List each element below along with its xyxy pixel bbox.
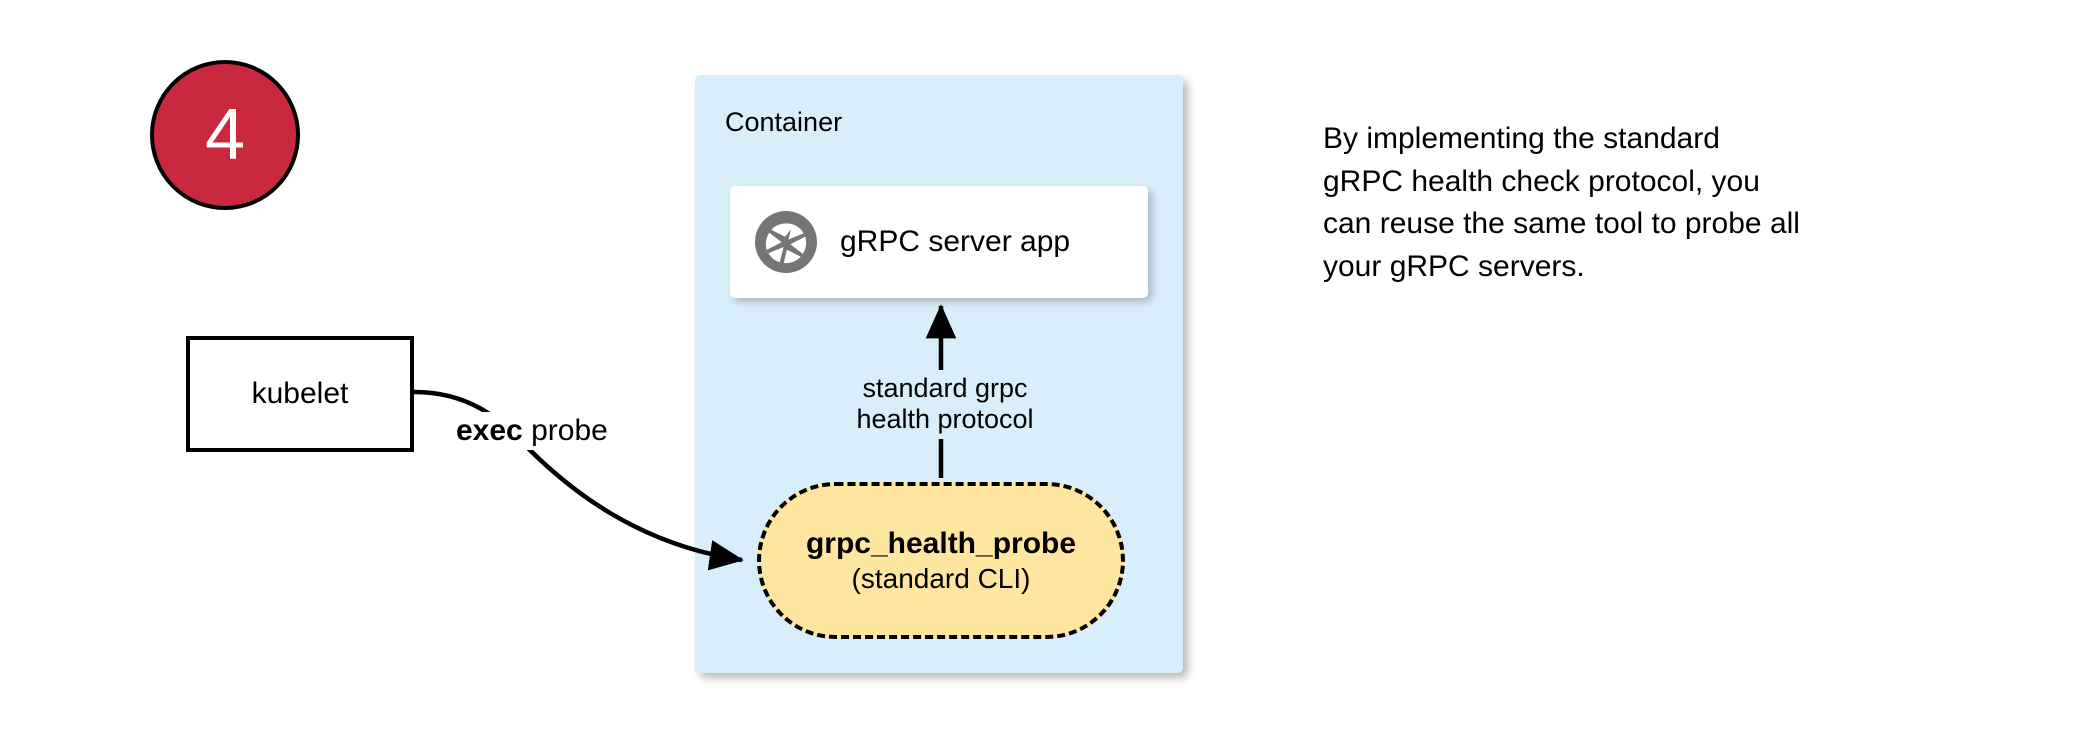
grpc-server-app-label: gRPC server app bbox=[840, 225, 1071, 258]
step-number-label: 4 bbox=[204, 95, 246, 175]
grpc-health-probe-title: grpc_health_probe bbox=[805, 527, 1077, 561]
step-number-badge: 4 bbox=[150, 60, 300, 210]
caption-line-3: can reuse the same tool to probe all bbox=[1323, 207, 1800, 241]
grpc-health-probe-subtitle: (standard CLI) bbox=[851, 562, 1031, 594]
caption-line-4: your gRPC servers. bbox=[1323, 249, 1585, 283]
edge-label-health-protocol: standard grpc health protocol bbox=[833, 370, 1057, 439]
kubelet-node: kubelet bbox=[186, 336, 414, 452]
edge-label-protocol-line1: standard grpc bbox=[862, 373, 1028, 403]
edge-label-exec-rest: probe bbox=[522, 414, 608, 447]
caption-line-2: gRPC health check protocol, you bbox=[1323, 164, 1760, 198]
edge-label-exec-bold: exec bbox=[456, 414, 523, 447]
caption-line-1: By implementing the standard bbox=[1323, 122, 1720, 155]
caption-text: By implementing the standard gRPC health… bbox=[1323, 118, 1923, 288]
edge-label-exec-probe: exec probe bbox=[450, 412, 614, 450]
grpc-server-app-node: gRPC server app bbox=[730, 186, 1148, 298]
grpc-health-probe-node: grpc_health_probe (standard CLI) bbox=[757, 482, 1125, 639]
edge-label-protocol-line2: health protocol bbox=[856, 404, 1034, 435]
container-title-label: Container bbox=[725, 107, 843, 137]
kubelet-label: kubelet bbox=[251, 377, 349, 410]
aperture-icon bbox=[755, 211, 817, 273]
